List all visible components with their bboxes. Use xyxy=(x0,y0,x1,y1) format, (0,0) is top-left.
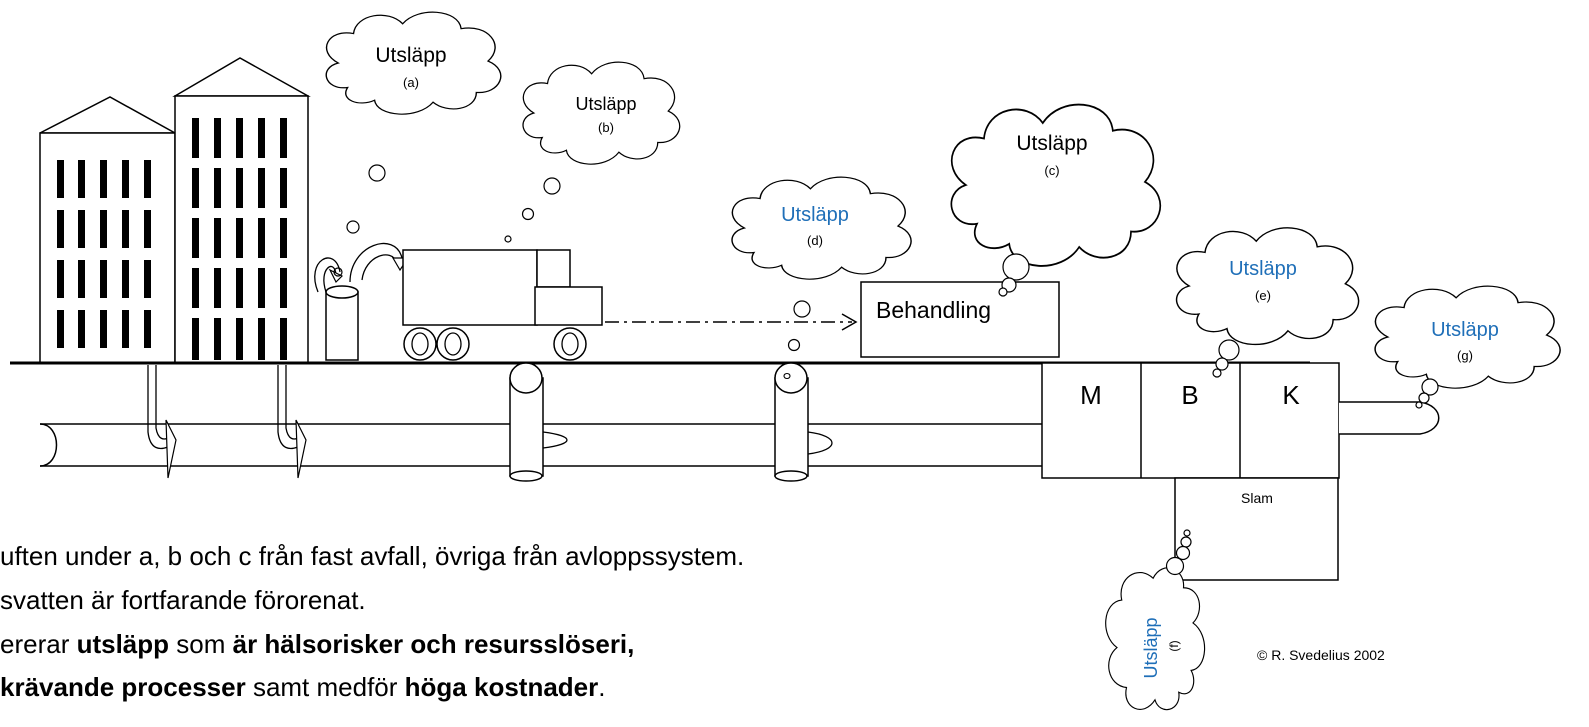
cloud-f-letter: (f) xyxy=(1167,640,1181,651)
treatment-box: Behandling xyxy=(860,281,1060,358)
cloud-g-title: Utsläpp xyxy=(1431,319,1499,341)
sludge-label: Slam xyxy=(1241,490,1273,506)
cloud-a-letter: (a) xyxy=(403,75,419,90)
treatment-plant: M B K Slam xyxy=(1041,362,1340,581)
cloud-d-letter: (d) xyxy=(807,233,823,248)
cloud-e-title: Utsläpp xyxy=(1229,258,1297,280)
caption-line-4-d: . xyxy=(598,672,606,702)
plant-b-label: B xyxy=(1181,380,1198,410)
caption-line-2: svatten är fortfarande förorenat. xyxy=(0,585,366,615)
building-right xyxy=(172,57,311,364)
sewer-pipe xyxy=(39,362,1042,482)
caption-line-4-a: krävande processer xyxy=(0,672,246,702)
cloud-d-title: Utsläpp xyxy=(781,204,849,226)
cloud-a: Utsläpp (a) xyxy=(325,11,502,115)
caption-line-3-b: utsläpp xyxy=(76,629,170,659)
cloud-a-title: Utsläpp xyxy=(375,44,446,67)
cloud-c: Utsläpp (c) xyxy=(950,103,1162,267)
treatment-label: Behandling xyxy=(876,297,991,323)
plant-m-label: M xyxy=(1080,380,1102,410)
cloud-b-title: Utsläpp xyxy=(575,94,636,114)
caption-line-1: uften under a, b och c från fast avfall,… xyxy=(0,541,745,571)
caption-line-3-d: är hälsorisker och resursslöseri, xyxy=(232,629,635,659)
caption-line-4-c: höga kostnader xyxy=(404,672,599,702)
cloud-b: Utsläpp (b) xyxy=(522,61,681,165)
garbage-truck xyxy=(402,249,603,361)
caption-line-4-b: samt medför xyxy=(245,672,405,702)
cloud-g-letter: (g) xyxy=(1457,348,1473,363)
caption-line-3: ererar utsläpp som är hälsorisker och re… xyxy=(0,629,634,660)
cloud-g: Utsläpp (g) xyxy=(1374,285,1561,389)
cloud-c-title: Utsläpp xyxy=(1016,132,1087,155)
cloud-b-letter: (b) xyxy=(598,120,614,135)
cloud-d: Utsläpp (d) xyxy=(731,176,912,280)
transport-arrow xyxy=(605,313,858,331)
caption-line-3-a: ererar xyxy=(0,629,77,659)
waste-bin xyxy=(314,220,410,361)
cloud-f-title: Utsläpp xyxy=(1141,617,1161,678)
cloud-c-letter: (c) xyxy=(1044,163,1059,178)
cloud-e: Utsläpp (e) xyxy=(1175,227,1360,346)
copyright: © R. Svedelius 2002 xyxy=(1257,647,1385,663)
plant-k-label: K xyxy=(1282,380,1300,410)
cloud-f: Utsläpp (f) xyxy=(1105,567,1206,711)
caption-line-3-c: som xyxy=(169,629,233,659)
building-left xyxy=(39,96,178,364)
bubbles xyxy=(368,164,1439,576)
caption-line-4: krävande processer samt medför höga kost… xyxy=(0,672,605,703)
cloud-e-letter: (e) xyxy=(1255,288,1271,303)
outflow-pipe xyxy=(1339,401,1440,435)
